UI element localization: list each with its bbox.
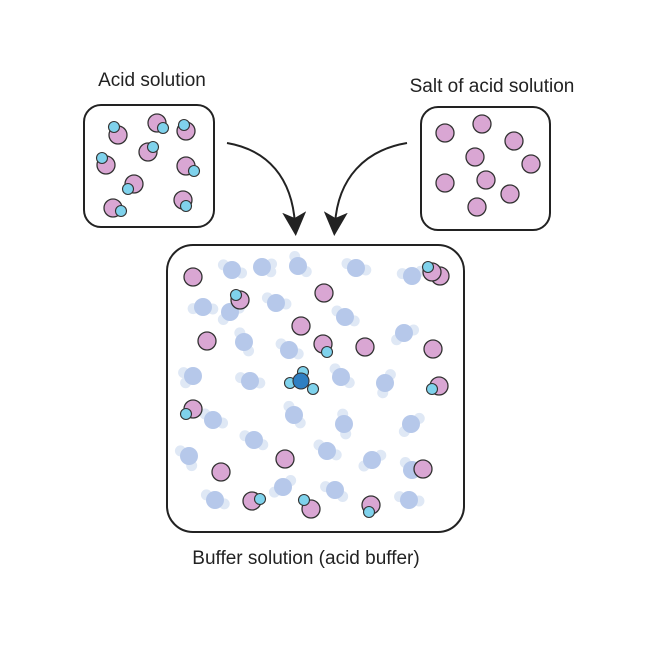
water-oxygen <box>184 367 202 385</box>
water-oxygen <box>318 442 336 460</box>
water-oxygen <box>400 491 418 509</box>
acid-hydrogen <box>121 182 135 196</box>
water-oxygen <box>206 491 224 509</box>
water-oxygen <box>245 431 263 449</box>
water-oxygen <box>395 324 413 342</box>
anion-particle <box>413 459 433 479</box>
acid-hydrogen <box>362 505 376 519</box>
anion-particle <box>476 170 496 190</box>
anion-particle <box>275 449 295 469</box>
water-oxygen <box>363 451 381 469</box>
anion-particle <box>355 337 375 357</box>
water-oxygen <box>402 415 420 433</box>
water-oxygen <box>274 478 292 496</box>
acid-hydrogen <box>421 260 435 274</box>
acid-solution-label: Acid solution <box>98 70 206 91</box>
acid-hydrogen <box>107 120 121 134</box>
anion-particle <box>291 316 311 336</box>
water-oxygen <box>180 447 198 465</box>
acid-hydrogen <box>253 492 267 506</box>
anion-particle <box>521 154 541 174</box>
acid-hydrogen <box>320 345 334 359</box>
acid-hydrogen <box>156 121 170 135</box>
water-oxygen <box>253 258 271 276</box>
anion-particle <box>504 131 524 151</box>
anion-particle <box>435 173 455 193</box>
water-oxygen <box>326 481 344 499</box>
acid-hydrogen <box>179 407 193 421</box>
water-oxygen <box>280 341 298 359</box>
water-oxygen <box>204 411 222 429</box>
water-oxygen <box>403 267 421 285</box>
water-oxygen <box>235 333 253 351</box>
anion-particle <box>500 184 520 204</box>
anion-particle <box>197 331 217 351</box>
arrow-acid-to-buffer <box>226 142 307 236</box>
acid-hydrogen <box>114 204 128 218</box>
water-oxygen <box>267 294 285 312</box>
buffer-solution-label: Buffer solution (acid buffer) <box>192 548 419 569</box>
water-oxygen <box>332 368 350 386</box>
water-oxygen <box>376 374 394 392</box>
water-oxygen <box>241 372 259 390</box>
anion-particle <box>467 197 487 217</box>
anion-particle <box>183 267 203 287</box>
hydronium-hydrogen <box>306 382 320 396</box>
anion-particle <box>423 339 443 359</box>
acid-hydrogen <box>177 118 191 132</box>
arrow-salt-to-buffer <box>323 142 408 236</box>
acid-hydrogen <box>146 140 160 154</box>
water-oxygen <box>347 259 365 277</box>
salt-solution-label: Salt of acid solution <box>410 76 575 97</box>
water-oxygen <box>194 298 212 316</box>
anion-particle <box>314 283 334 303</box>
acid-hydrogen <box>95 151 109 165</box>
anion-particle <box>465 147 485 167</box>
water-oxygen <box>289 257 307 275</box>
anion-particle <box>472 114 492 134</box>
water-oxygen <box>335 415 353 433</box>
water-oxygen <box>223 261 241 279</box>
acid-hydrogen <box>425 382 439 396</box>
molecules-layer <box>95 113 541 519</box>
water-oxygen <box>285 406 303 424</box>
acid-hydrogen <box>229 288 243 302</box>
acid-hydrogen <box>179 199 193 213</box>
acid-hydrogen <box>297 493 311 507</box>
acid-hydrogen <box>187 164 201 178</box>
anion-particle <box>211 462 231 482</box>
water-oxygen <box>336 308 354 326</box>
anion-particle <box>435 123 455 143</box>
hydronium-oxygen <box>292 372 310 390</box>
